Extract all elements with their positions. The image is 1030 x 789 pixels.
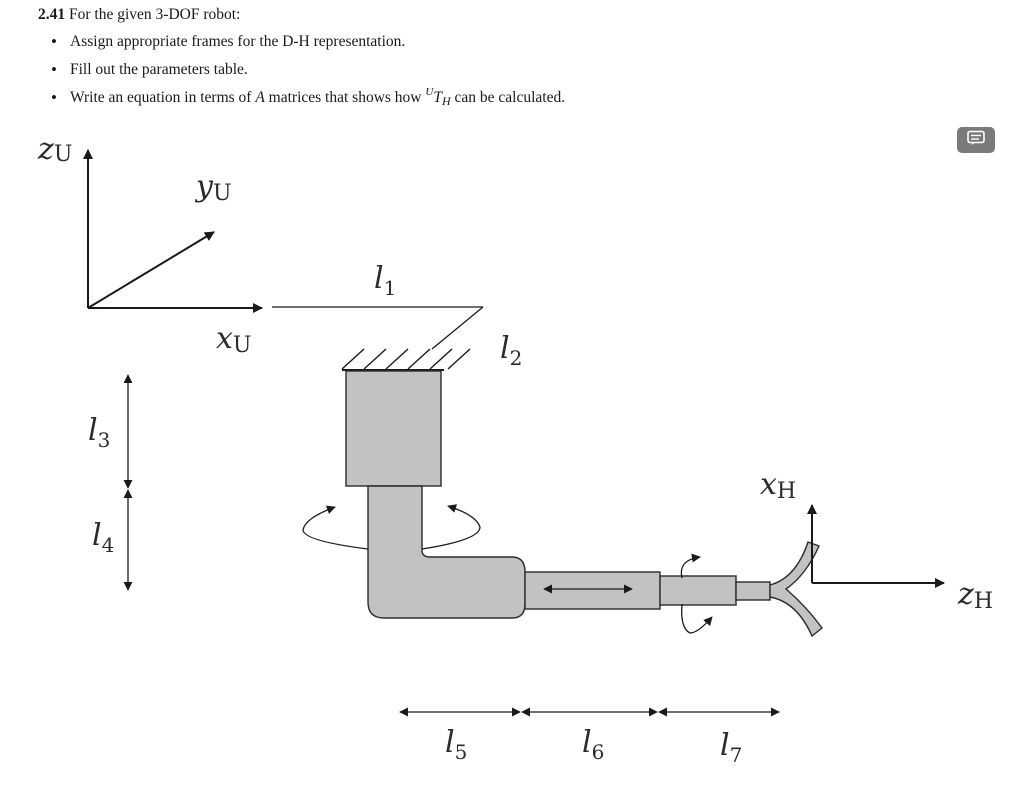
note-icon — [966, 130, 986, 151]
problem-header: 2.41 For the given 3-DOF robot: — [38, 4, 565, 26]
task-text: Write an equation in terms of — [70, 89, 252, 106]
math-sup-U: U — [425, 86, 434, 98]
label-l3: l3 — [88, 413, 110, 452]
math-UTH: UTH — [425, 86, 451, 108]
label-zH: zH — [957, 577, 993, 614]
robot-body — [345, 370, 823, 638]
task-list: Assign appropriate frames for the D-H re… — [38, 30, 565, 114]
math-T: T — [433, 89, 442, 106]
label-yU: yU — [194, 169, 232, 206]
ground-hatch — [341, 348, 471, 371]
problem-number: 2.41 — [38, 6, 66, 23]
problem-statement: 2.41 For the given 3-DOF robot: Assign a… — [38, 4, 565, 114]
wrist-link — [659, 575, 737, 606]
gripper — [769, 541, 823, 638]
base-rotation-right — [421, 504, 481, 550]
label-l6: l6 — [582, 725, 604, 764]
task-text: matrices that shows how — [268, 89, 422, 106]
label-zU: zU — [37, 132, 72, 167]
note-button[interactable] — [957, 127, 995, 153]
motion-arrows — [302, 504, 713, 634]
base-rotation-left — [302, 505, 369, 550]
math-A: A — [255, 89, 265, 106]
dimension-arrows — [123, 374, 780, 717]
yU-axis — [87, 231, 215, 309]
math-sub-H: H — [441, 94, 451, 108]
l2-line — [431, 306, 484, 350]
offset-lines — [272, 306, 484, 350]
problem-prompt: For the given 3-DOF robot: — [69, 6, 241, 23]
task-text: Assign appropriate frames for the D-H re… — [70, 33, 406, 50]
task-text: can be calculated. — [454, 89, 566, 106]
base-block — [345, 370, 442, 487]
neck-link — [735, 581, 771, 601]
label-l2: l2 — [500, 331, 522, 370]
label-l5: l5 — [445, 725, 467, 764]
task-text: Fill out the parameters table. — [70, 61, 248, 78]
label-l1: l1 — [374, 261, 396, 300]
label-xU: xU — [216, 321, 251, 358]
wrist-rotation-top — [680, 553, 701, 579]
task-item-table: Fill out the parameters table. — [38, 58, 565, 86]
label-l4: l4 — [92, 518, 114, 557]
task-item-frames: Assign appropriate frames for the D-H re… — [38, 30, 565, 58]
label-l7: l7 — [720, 728, 742, 767]
figure-labels: zU yU xU l1 l2 l3 l4 l5 l6 l7 xH zH — [37, 132, 993, 767]
prismatic-link — [524, 571, 661, 610]
task-item-equation: Write an equation in terms of A matrices… — [38, 86, 565, 114]
hand-frame — [807, 504, 945, 588]
label-xH: xH — [760, 467, 796, 504]
wrist-rotation-bottom — [681, 603, 713, 634]
l-link — [367, 485, 526, 619]
universe-frame — [83, 149, 263, 313]
